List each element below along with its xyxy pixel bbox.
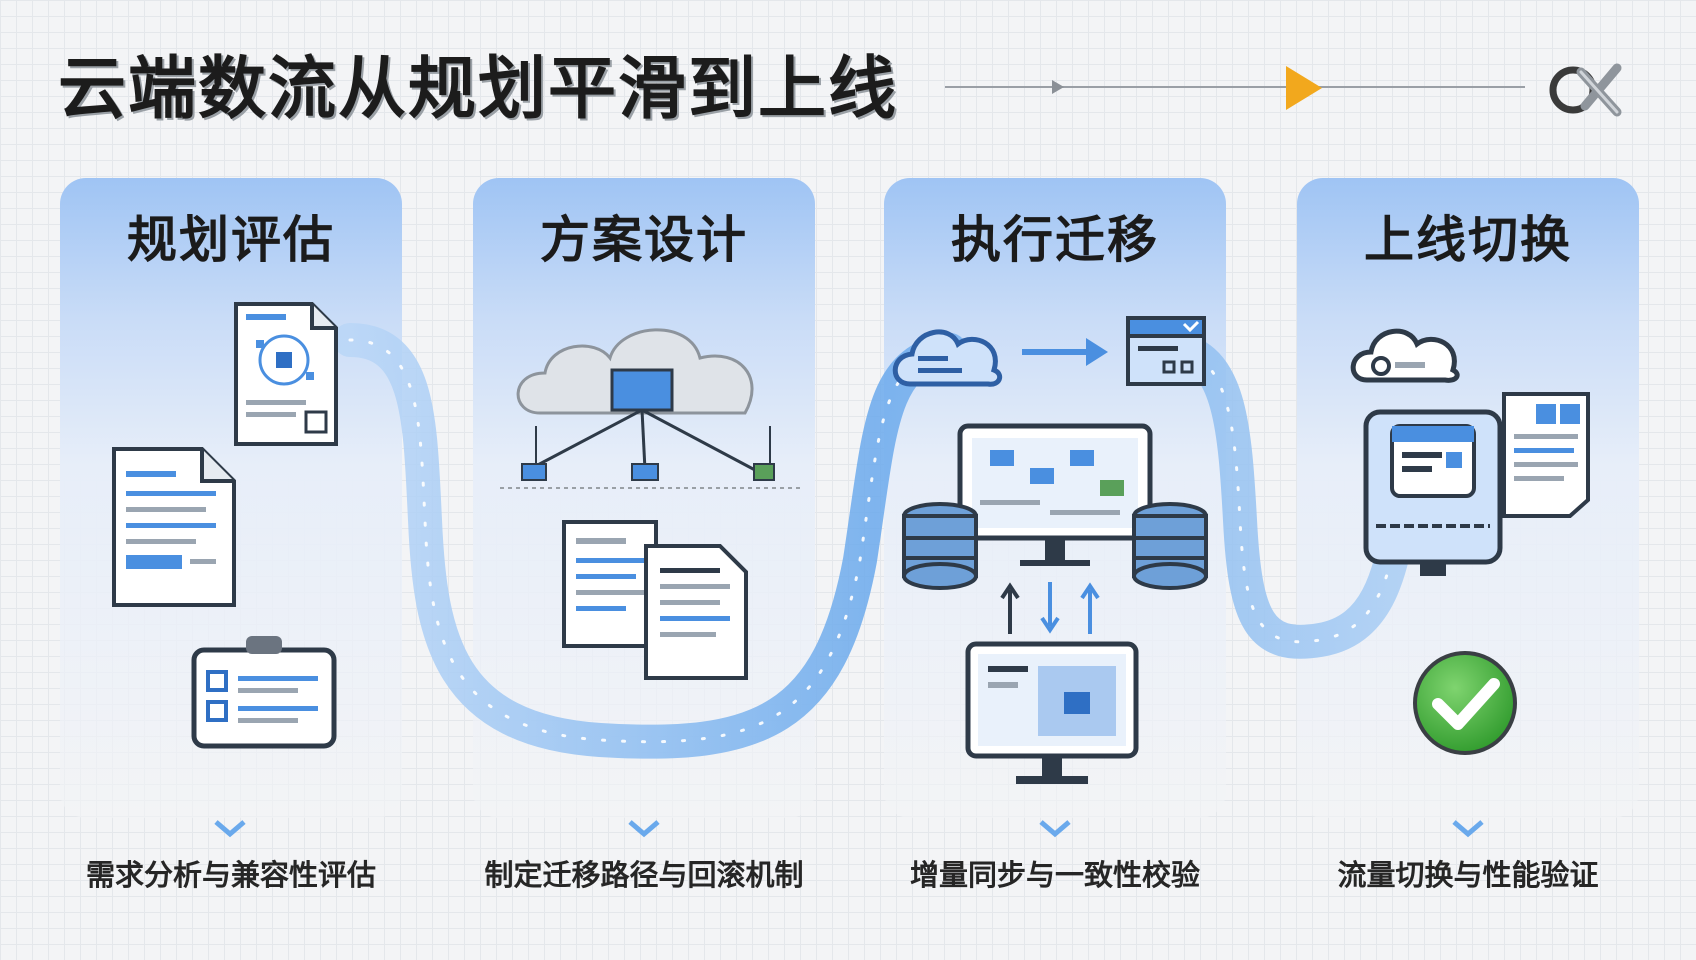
stage-caption: 制定迁移路径与回滚机制 <box>484 858 804 892</box>
cloud-network-icon <box>500 328 800 489</box>
stage-caption: 增量同步与一致性校验 <box>909 858 1200 892</box>
chevron-down-icon <box>1039 820 1071 838</box>
cloud-key-icon <box>1350 328 1460 383</box>
small-arrow-icon <box>1052 80 1064 94</box>
app-device-icon <box>1363 409 1503 576</box>
chevron-down-icon <box>1452 820 1484 838</box>
stage-caption: 流量切换与性能验证 <box>1337 858 1599 892</box>
header-progress-line <box>945 86 1525 88</box>
sync-arrows-icon <box>1000 582 1100 634</box>
monitor-icon <box>965 641 1139 784</box>
stage-caption: 需求分析与兼容性评估 <box>85 858 376 892</box>
checklist-clipboard-icon <box>191 636 337 749</box>
document-icon <box>112 447 236 607</box>
chevron-down-icon <box>214 820 246 838</box>
stage-title: 执行迁移 <box>951 211 1159 269</box>
arrow-right-icon <box>1022 338 1108 366</box>
cloud-icon <box>892 329 1003 387</box>
target-panel-icon <box>1126 316 1206 386</box>
report-document-icon <box>1502 392 1590 518</box>
stage-title: 规划评估 <box>127 211 335 269</box>
stage-title: 方案设计 <box>540 211 748 269</box>
stage-title: 上线切换 <box>1364 211 1572 269</box>
chevron-down-icon <box>628 820 660 838</box>
plan-documents-icon <box>562 520 748 680</box>
database-monitor-icon <box>902 423 1208 590</box>
success-check-icon <box>1413 651 1517 755</box>
logo-icon <box>1549 63 1622 117</box>
network-document-icon <box>234 302 338 446</box>
page-title: 云端数流从规划平滑到上线 <box>58 50 899 129</box>
orange-arrow-icon <box>1286 66 1322 110</box>
